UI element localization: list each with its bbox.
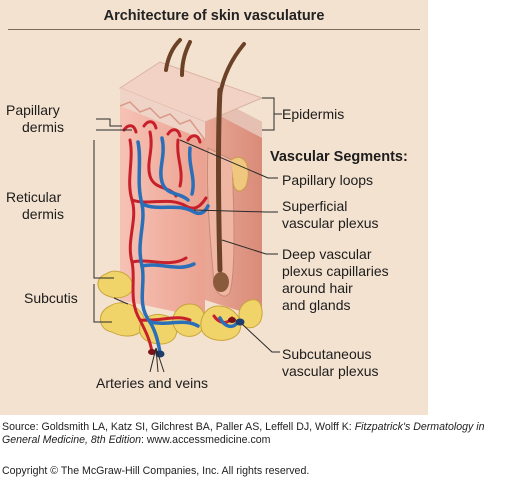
subcutaneous-plexus-label-line1: Subcutaneous (282, 346, 372, 362)
source-suffix: : www.accessmedicine.com (140, 434, 271, 446)
subcutis-label: Subcutis (24, 290, 78, 306)
reticular-dermis-label-line2: dermis (22, 206, 65, 222)
deep-plexus-label-line2: plexus capillaries (282, 263, 389, 279)
reticular-dermis-label-line1: Reticular (6, 189, 62, 205)
deep-plexus-label-line4: and glands (282, 297, 351, 313)
epidermis-label: Epidermis (282, 106, 345, 122)
deep-plexus-label-line1: Deep vascular (282, 246, 372, 262)
papillary-loops-label: Papillary loops (282, 172, 374, 188)
vascular-segments-heading: Vascular Segments: (270, 149, 408, 165)
veins (136, 136, 240, 354)
subcutaneous-plexus-label-line2: vascular plexus (282, 363, 379, 379)
arteries-veins-label: Arteries and veins (96, 375, 209, 391)
left-leader-lines (93, 118, 132, 323)
papillary-dermis-label-line1: Papillary (6, 102, 60, 118)
superficial-plexus-label-line1: Superficial (282, 198, 348, 214)
source-citation: Source: Goldsmith LA, Katz SI, Gilchrest… (2, 421, 504, 447)
source-book-title: Fitzpatrick's Dermatology in General Med… (2, 421, 485, 446)
title-divider (8, 29, 420, 30)
right-leader-lines (149, 97, 282, 373)
arteries (122, 120, 234, 354)
source-prefix: Source: Goldsmith LA, Katz SI, Gilchrest… (2, 421, 355, 433)
surface-hairs (164, 38, 246, 97)
skin-vasculature-illustration (93, 38, 282, 373)
superficial-plexus-label-line2: vascular plexus (282, 215, 379, 231)
copyright-notice: Copyright © The McGraw-Hill Companies, I… (2, 465, 310, 477)
papillary-dermis-label-line2: dermis (22, 119, 65, 135)
hair-follicle (206, 87, 249, 297)
deep-plexus-label-line3: around hair (282, 280, 353, 296)
figure-title: Architecture of skin vasculature (103, 8, 325, 24)
